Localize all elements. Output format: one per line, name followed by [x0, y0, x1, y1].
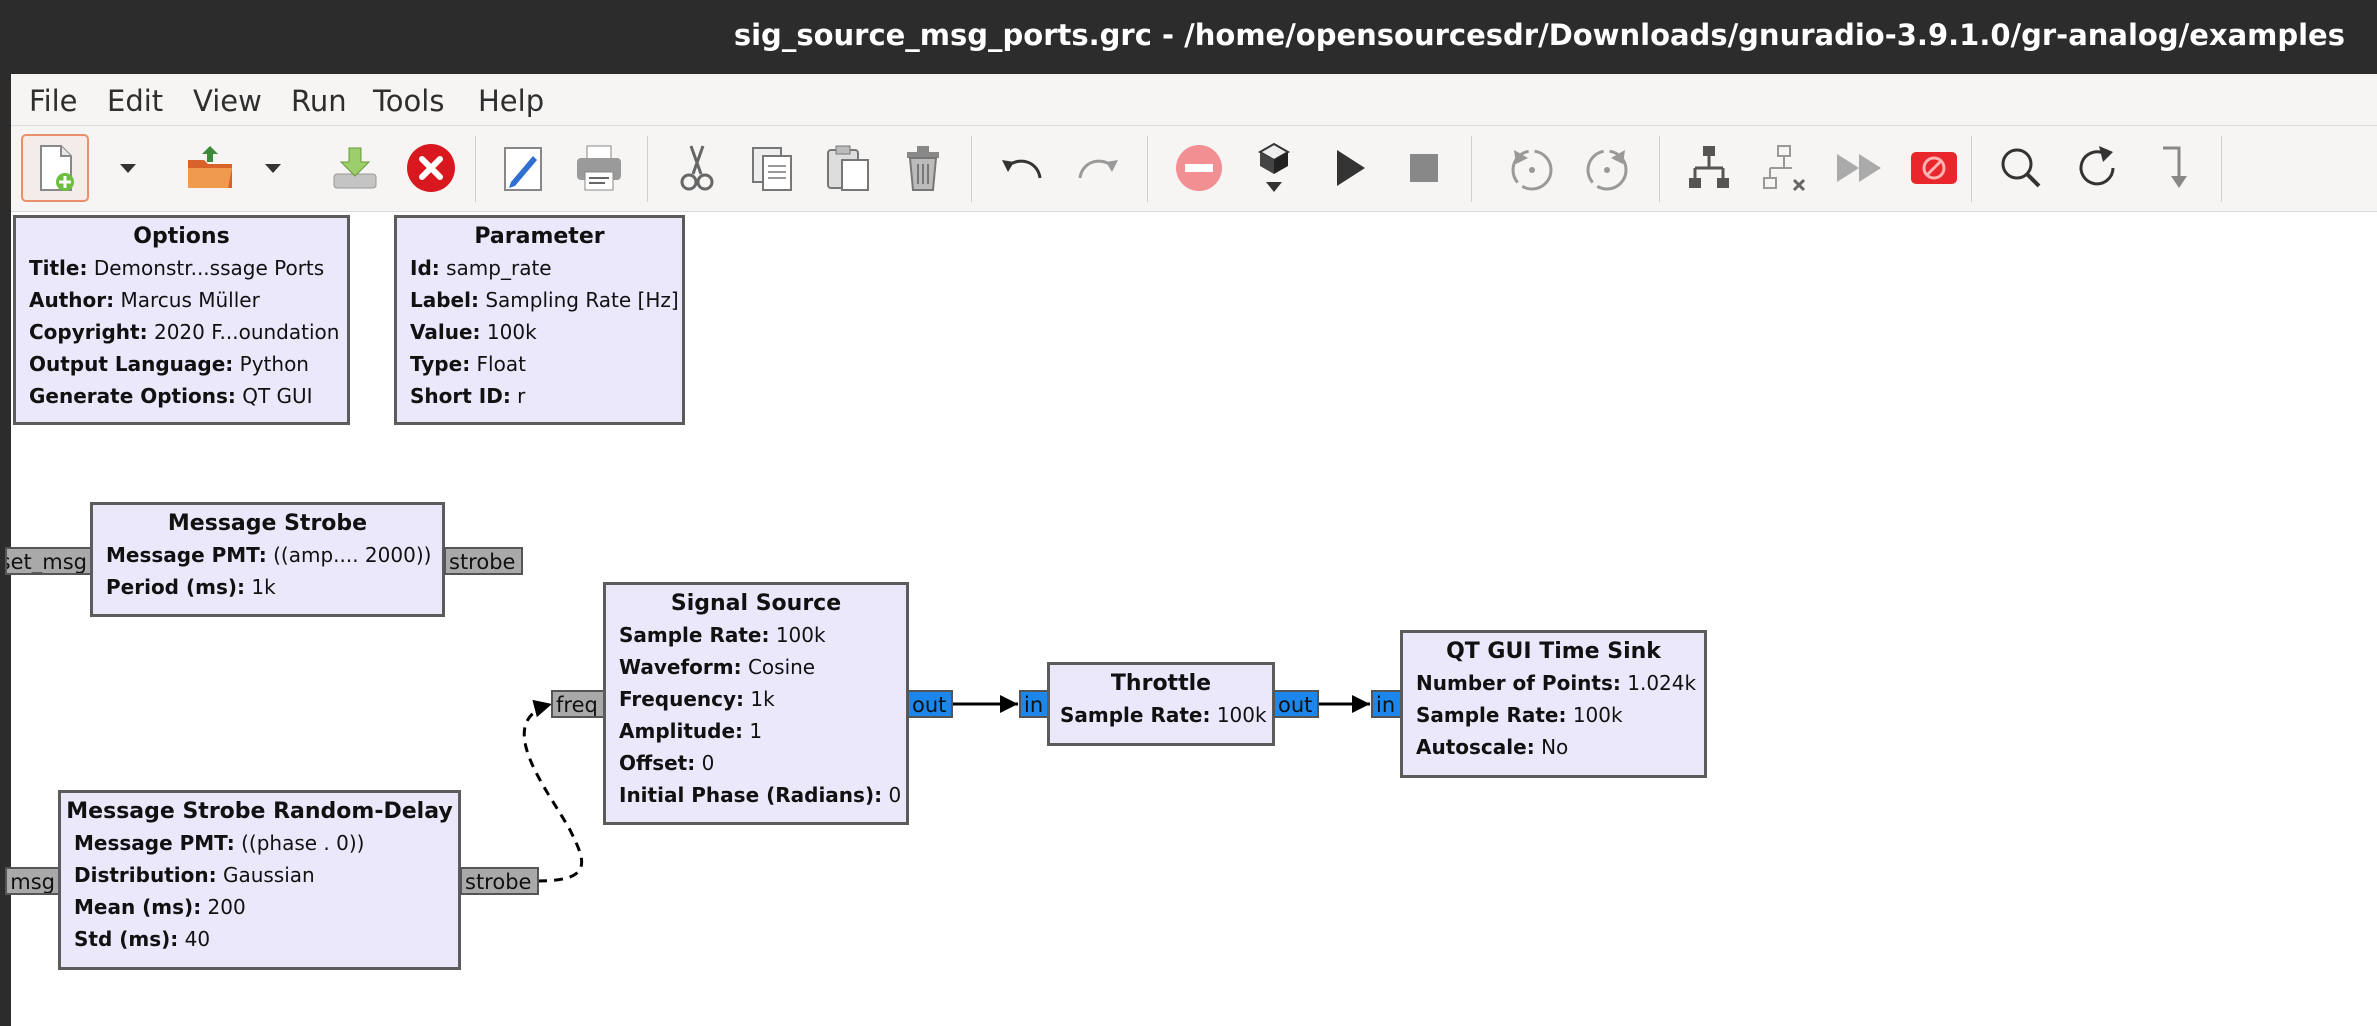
menu-bar: File Edit View Run Tools Help	[11, 74, 2377, 126]
block-options[interactable]: Options Title: Demonstr...ssage Ports Au…	[13, 215, 350, 425]
title-bar: sig_source_msg_ports.grc - /home/opensou…	[0, 0, 2377, 74]
hier-block-icon[interactable]	[1675, 134, 1743, 202]
param-row: Short ID: r	[410, 384, 526, 408]
toolbar-separator	[1147, 136, 1148, 202]
param-row: Waveform: Cosine	[619, 655, 816, 679]
toolbar-separator	[475, 136, 476, 202]
port-strobe-out[interactable]: strobe	[460, 867, 539, 895]
block-qt-gui-time-sink[interactable]: QT GUI Time Sink Number of Points: 1.024…	[1400, 630, 1707, 778]
kill-icon[interactable]	[1900, 134, 1968, 202]
stop-icon[interactable]	[1390, 134, 1458, 202]
menu-edit[interactable]: Edit	[107, 84, 164, 118]
param-row: Message PMT: ((phase . 0))	[74, 831, 365, 855]
block-title: Signal Source	[670, 591, 842, 616]
block-message-strobe[interactable]: Message Strobe Message PMT: ((amp.... 20…	[90, 502, 445, 617]
param-row: Sample Rate: 100k	[1416, 703, 1623, 727]
redo-icon[interactable]	[1064, 134, 1132, 202]
run-icon[interactable]	[1315, 134, 1383, 202]
save-icon[interactable]	[321, 134, 389, 202]
undo-icon[interactable]	[988, 134, 1056, 202]
block-title: Message Strobe	[167, 511, 368, 536]
port-out[interactable]: out	[907, 690, 953, 718]
menu-run[interactable]: Run	[291, 84, 347, 118]
port-in[interactable]: in	[1019, 690, 1050, 718]
edit-icon[interactable]	[489, 134, 557, 202]
block-title: Throttle	[1110, 671, 1212, 696]
remove-hier-icon[interactable]	[1750, 134, 1818, 202]
rotate-cw-icon[interactable]	[1573, 134, 1641, 202]
menu-view[interactable]: View	[193, 84, 262, 118]
return-icon[interactable]	[2139, 134, 2207, 202]
block-title: Options	[133, 224, 230, 249]
block-parameter[interactable]: Parameter Id: samp_rate Label: Sampling …	[394, 215, 685, 425]
menu-tools[interactable]: Tools	[373, 84, 445, 118]
param-row: Type: Float	[410, 352, 526, 376]
copy-icon[interactable]	[739, 134, 807, 202]
fast-forward-icon[interactable]	[1825, 134, 1893, 202]
generate-icon[interactable]	[1240, 134, 1308, 202]
param-row: Value: 100k	[410, 320, 537, 344]
block-signal-source[interactable]: Signal Source Sample Rate: 100k Waveform…	[603, 582, 909, 825]
menu-file[interactable]: File	[29, 84, 78, 118]
open-dropdown-icon[interactable]	[256, 134, 290, 202]
port-freq-in[interactable]: freq	[551, 690, 606, 718]
param-row: Sample Rate: 100k	[619, 623, 826, 647]
disable-icon[interactable]	[1165, 134, 1233, 202]
param-row: Amplitude: 1	[619, 719, 763, 743]
toolbar-separator	[971, 136, 972, 202]
param-row: Distribution: Gaussian	[74, 863, 315, 887]
param-row: Period (ms): 1k	[106, 575, 276, 599]
block-title: QT GUI Time Sink	[1446, 639, 1661, 664]
port-out[interactable]: out	[1273, 690, 1319, 718]
cut-icon[interactable]	[663, 134, 731, 202]
param-row: Autoscale: No	[1416, 735, 1569, 759]
param-row: Copyright: 2020 F...oundation	[29, 320, 340, 344]
param-row: Offset: 0	[619, 751, 715, 775]
toolbar-separator	[2221, 136, 2222, 202]
delete-icon[interactable]	[889, 134, 957, 202]
rotate-ccw-icon[interactable]	[1498, 134, 1566, 202]
paste-icon[interactable]	[814, 134, 882, 202]
toolbar	[11, 126, 2377, 212]
block-throttle[interactable]: Throttle Sample Rate: 100k	[1047, 662, 1275, 746]
param-row: Sample Rate: 100k	[1060, 703, 1267, 727]
param-row: Output Language: Python	[29, 352, 309, 376]
param-row: Label: Sampling Rate [Hz]	[410, 288, 679, 312]
menu-help[interactable]: Help	[478, 84, 545, 118]
block-title: Message Strobe Random-Delay	[66, 799, 453, 824]
param-row: Std (ms): 40	[74, 927, 211, 951]
param-row: Id: samp_rate	[410, 256, 552, 280]
reload-icon[interactable]	[2063, 134, 2131, 202]
toolbar-separator	[1471, 136, 1472, 202]
param-row: Frequency: 1k	[619, 687, 775, 711]
toolbar-separator	[1659, 136, 1660, 202]
port-msg-in[interactable]: msg	[5, 867, 60, 895]
param-row: Author: Marcus Müller	[29, 288, 260, 312]
close-icon[interactable]	[397, 134, 465, 202]
toolbar-separator	[647, 136, 648, 202]
window-title: sig_source_msg_ports.grc - /home/opensou…	[733, 18, 2345, 52]
port-in[interactable]: in	[1371, 690, 1402, 718]
block-title: Parameter	[474, 224, 605, 249]
port-strobe-out[interactable]: strobe	[444, 547, 523, 575]
find-icon[interactable]	[1987, 134, 2055, 202]
param-row: Title: Demonstr...ssage Ports	[29, 256, 325, 280]
param-row: Generate Options: QT GUI	[29, 384, 313, 408]
param-row: Initial Phase (Radians): 0	[619, 783, 902, 807]
new-file-icon[interactable]	[21, 134, 89, 202]
param-row: Mean (ms): 200	[74, 895, 246, 919]
param-row: Number of Points: 1.024k	[1416, 671, 1697, 695]
new-dropdown-icon[interactable]	[111, 134, 145, 202]
block-message-strobe-random[interactable]: Message Strobe Random-Delay Message PMT:…	[58, 790, 461, 970]
open-folder-icon[interactable]	[176, 134, 244, 202]
toolbar-separator	[1971, 136, 1972, 202]
print-icon[interactable]	[565, 134, 633, 202]
port-set-msg[interactable]: set_msg	[5, 547, 92, 575]
param-row: Message PMT: ((amp.... 2000))	[106, 543, 432, 567]
